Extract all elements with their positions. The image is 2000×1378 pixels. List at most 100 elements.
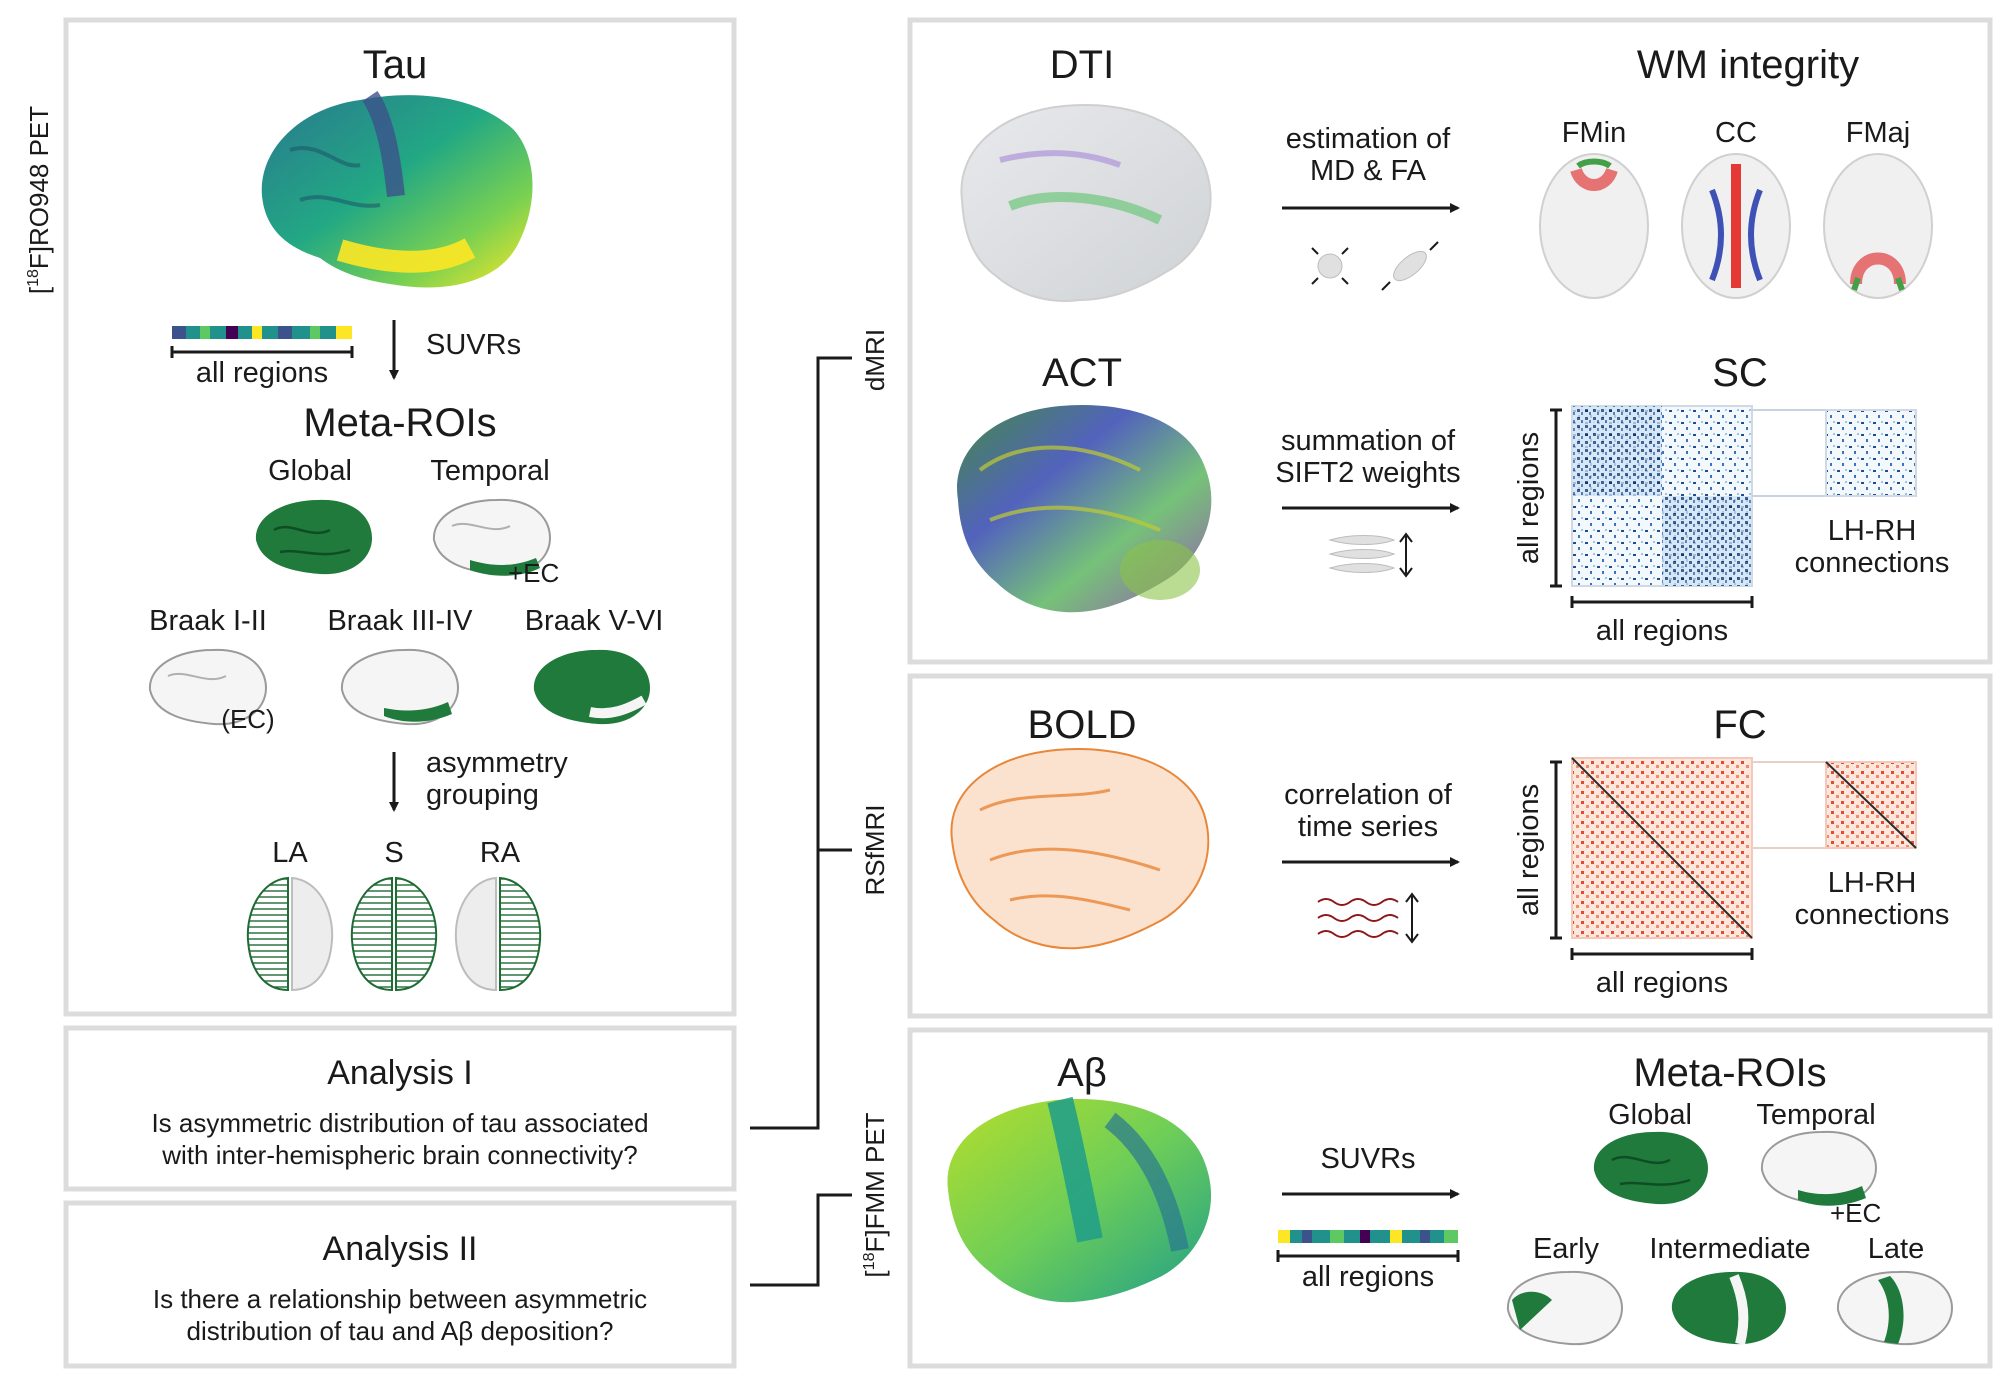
- sc-lhrh-line1: LH-RH: [1828, 515, 1917, 547]
- act-title: ACT: [1042, 351, 1122, 395]
- ab-bar-label: all regions: [1302, 1261, 1434, 1293]
- tau-panel: [63, 17, 737, 1017]
- ab-intermediate-brain: [1671, 1271, 1786, 1346]
- cc-label: CC: [1715, 117, 1757, 149]
- analysis2-question-line2: distribution of tau and Aβ deposition?: [187, 1316, 614, 1346]
- tau-bar-label: all regions: [196, 357, 328, 389]
- fmm-pet-side-label: [18F]FMM PET: [860, 1112, 890, 1277]
- tau-suvr-bar: [172, 326, 352, 339]
- tau-pet-tracer: F]RO948 PET: [24, 106, 54, 269]
- sc-lhrh-line2: connections: [1795, 547, 1950, 579]
- fmaj-brain: [1823, 153, 1933, 299]
- fc-step-line1: correlation of: [1284, 779, 1453, 811]
- sc-title: SC: [1712, 351, 1768, 395]
- tau-bar-bracket: [170, 346, 354, 358]
- ab-early-label: Early: [1533, 1233, 1600, 1265]
- tau-temporal-brain: [432, 498, 552, 576]
- fc-lhrh-submatrix: [1825, 761, 1917, 849]
- fc-x-label: all regions: [1596, 967, 1728, 999]
- ab-suvr-bar: [1278, 1230, 1458, 1243]
- cc-brain: [1681, 153, 1791, 299]
- tau-asymmetry-label: asymmetry: [426, 747, 568, 779]
- dti-title: DTI: [1050, 43, 1114, 87]
- fc-y-bracket: [1550, 760, 1562, 940]
- braak3-label: Braak III-IV: [327, 605, 473, 637]
- bracket-analysis1: [750, 356, 852, 1130]
- braak5-brain: [533, 649, 650, 725]
- ab-intermediate-label: Intermediate: [1649, 1233, 1810, 1265]
- diffusion-ellipsoid-icons: [1311, 241, 1439, 291]
- ab-brain-image: [947, 1096, 1212, 1303]
- ab-global-label: Global: [1608, 1099, 1692, 1131]
- tau-global-brain: [255, 499, 372, 575]
- tau-title: Tau: [363, 43, 428, 87]
- analysis1-question-line2: with inter-hemispheric brain connectivit…: [161, 1140, 637, 1170]
- sift2-streamline-icon: [1328, 532, 1413, 578]
- tau-grouping-label: grouping: [426, 779, 539, 811]
- ra-brain: [454, 876, 542, 992]
- dti-step-line2: MD & FA: [1310, 155, 1427, 187]
- ab-late-label: Late: [1868, 1233, 1924, 1265]
- tau-temporal-label: Temporal: [430, 455, 549, 487]
- fc-matrix: [1571, 757, 1753, 939]
- braak1-label: Braak I-II: [149, 605, 267, 637]
- bracket-analysis2: [750, 1193, 852, 1287]
- sc-y-label: all regions: [1513, 432, 1545, 564]
- tau-meta-title: Meta-ROIs: [303, 401, 496, 445]
- ab-ec-plus-label: +EC: [1830, 1198, 1881, 1228]
- bold-brain-image: [950, 748, 1210, 950]
- sc-x-label: all regions: [1596, 615, 1728, 647]
- ab-temporal-label: Temporal: [1756, 1099, 1875, 1131]
- analysis2-question-line1: Is there a relationship between asymmetr…: [153, 1284, 647, 1314]
- s-label: S: [384, 837, 403, 869]
- rsfmri-panel: [907, 673, 1993, 1019]
- sc-step-line2: SIFT2 weights: [1275, 457, 1460, 489]
- s-brain: [350, 876, 438, 992]
- ab-bar-bracket: [1276, 1250, 1460, 1262]
- sc-step-line1: summation of: [1281, 425, 1456, 457]
- fmin-brain: [1539, 153, 1649, 299]
- tau-pet-side-label: [18F]RO948 PET: [24, 106, 54, 294]
- dti-step-line1: estimation of: [1286, 123, 1451, 155]
- braak1-brain: [148, 648, 268, 726]
- analysis2-title: Analysis II: [323, 1230, 478, 1268]
- sc-y-bracket: [1550, 408, 1562, 588]
- ab-suvrs-label: SUVRs: [1320, 1143, 1415, 1175]
- analysis1-title: Analysis I: [327, 1054, 473, 1092]
- braak5-label: Braak V-VI: [525, 605, 664, 637]
- fc-title: FC: [1713, 703, 1766, 747]
- bold-title: BOLD: [1028, 703, 1137, 747]
- ab-meta-title: Meta-ROIs: [1633, 1051, 1826, 1095]
- ra-label: RA: [480, 837, 521, 869]
- sc-lhrh-submatrix: [1825, 409, 1917, 497]
- wm-integrity-title: WM integrity: [1637, 43, 1859, 87]
- fmaj-label: FMaj: [1846, 117, 1910, 149]
- ab-temporal-brain: [1760, 1130, 1878, 1206]
- analysis2-panel: [63, 1200, 737, 1369]
- tau-brain-image: [261, 91, 533, 288]
- tau-suvr-label: SUVRs: [426, 329, 521, 361]
- tau-ec-plus-label: +EC: [508, 558, 559, 588]
- time-series-icon: [1317, 892, 1419, 944]
- analysis1-panel: [63, 1025, 737, 1192]
- fc-lhrh-line2: connections: [1795, 899, 1950, 931]
- fc-x-bracket: [1570, 948, 1754, 960]
- analysis1-question-line1: Is asymmetric distribution of tau associ…: [151, 1108, 648, 1138]
- sc-matrix: [1571, 405, 1753, 587]
- dmri-panel: [907, 17, 1993, 665]
- rsfmri-side-label: RSfMRI: [860, 805, 890, 896]
- ab-title: Aβ: [1057, 1051, 1107, 1095]
- act-brain-image: [957, 404, 1212, 613]
- fmm-panel: [907, 1027, 1993, 1369]
- dmri-side-label: dMRI: [860, 329, 890, 391]
- fmin-label: FMin: [1562, 117, 1626, 149]
- ab-early-brain: [1506, 1270, 1624, 1346]
- sc-submatrix-guides: [1752, 409, 1826, 497]
- la-label: LA: [272, 837, 308, 869]
- fc-y-label: all regions: [1513, 784, 1545, 916]
- fc-lhrh-line1: LH-RH: [1828, 867, 1917, 899]
- tau-global-label: Global: [268, 455, 352, 487]
- fc-step-line2: time series: [1298, 811, 1438, 843]
- fc-submatrix-guides: [1752, 761, 1826, 849]
